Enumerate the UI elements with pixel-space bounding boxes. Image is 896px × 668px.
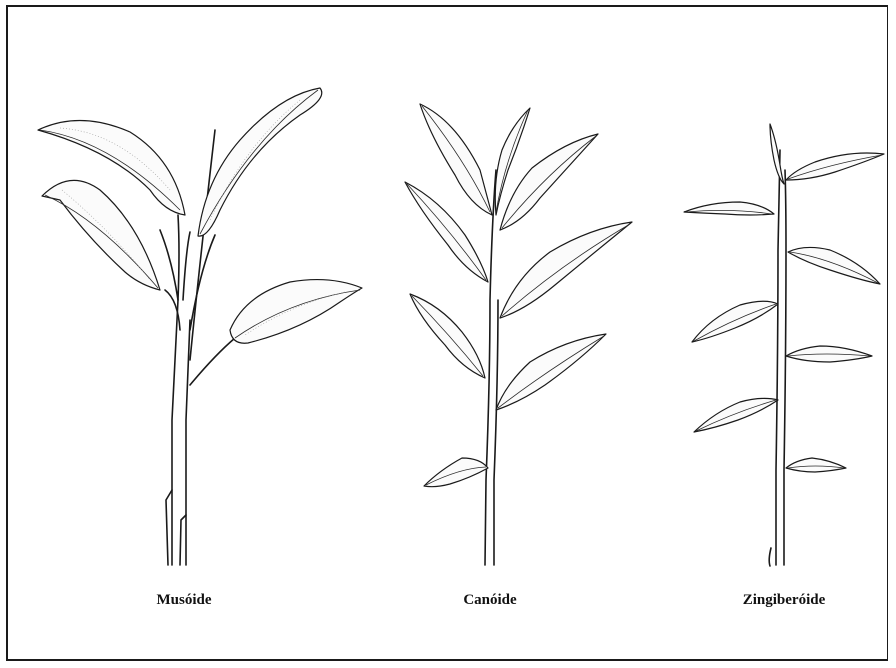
zingiberoide-leaf bbox=[786, 458, 846, 472]
canoide-plant bbox=[405, 104, 632, 565]
musoide-plant bbox=[38, 88, 362, 565]
zingiberoide-plant bbox=[684, 124, 884, 566]
label-canoide: Canóide bbox=[390, 592, 590, 609]
zingiberoide-leaf bbox=[684, 202, 774, 215]
zingiberoide-leaf bbox=[770, 124, 784, 184]
musoide-pseudostem bbox=[172, 215, 179, 565]
musoide-leaf bbox=[198, 88, 322, 236]
musoide-leaf bbox=[42, 180, 160, 290]
zingiberoide-stem bbox=[776, 150, 780, 565]
canoide-leaf bbox=[410, 294, 485, 378]
zingiberoide-leaf bbox=[788, 247, 880, 284]
label-zingiberoide: Zingiberóide bbox=[684, 592, 884, 609]
zingiberoide-leaf bbox=[692, 301, 778, 342]
canoide-leaf bbox=[500, 222, 632, 318]
label-musoide: Musóide bbox=[84, 592, 284, 609]
musoide-leaf bbox=[230, 280, 362, 344]
